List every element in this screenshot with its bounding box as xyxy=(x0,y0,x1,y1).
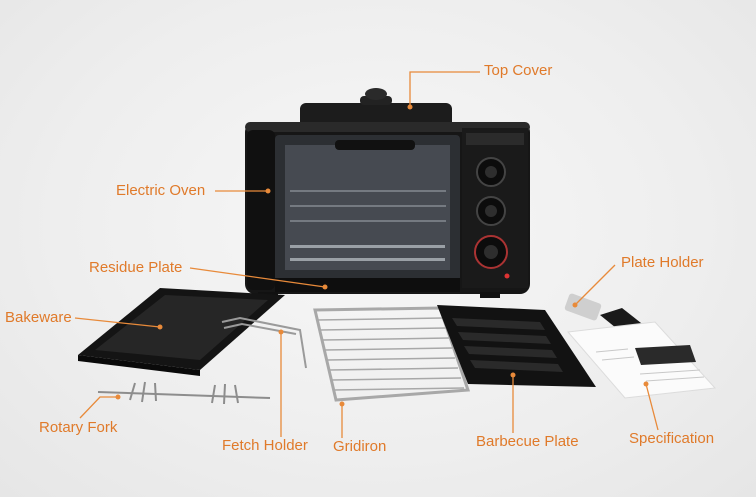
label-rotary-fork: Rotary Fork xyxy=(39,419,118,436)
label-specification: Specification xyxy=(629,430,715,447)
rotary-fork xyxy=(97,381,271,405)
electric-oven xyxy=(245,88,530,298)
leader-bakeware xyxy=(74,317,161,328)
label-top-cover: Top Cover xyxy=(484,62,553,79)
fetch-holder xyxy=(221,316,307,369)
bakeware-tray xyxy=(78,288,285,376)
leader-dots xyxy=(115,104,649,407)
leader-rotary-fork xyxy=(79,396,118,419)
label-residue-plate: Residue Plate xyxy=(89,259,183,276)
label-plate-holder: Plate Holder xyxy=(621,254,704,271)
leader-plate-holder xyxy=(574,264,616,306)
specification-booklet xyxy=(567,321,717,399)
label-fetch-holder: Fetch Holder xyxy=(222,437,308,454)
label-gridiron: Gridiron xyxy=(333,438,387,455)
label-bakeware: Bakeware xyxy=(5,309,72,326)
leader-residue-plate xyxy=(189,267,326,288)
label-electric-oven: Electric Oven xyxy=(116,182,206,199)
label-barbecue-plate: Barbecue Plate xyxy=(476,433,579,450)
leader-specification xyxy=(645,383,659,431)
leader-top-cover xyxy=(409,71,480,107)
gridiron-rack xyxy=(313,306,471,402)
leader-lines xyxy=(74,71,659,438)
barbecue-plate xyxy=(437,305,596,387)
